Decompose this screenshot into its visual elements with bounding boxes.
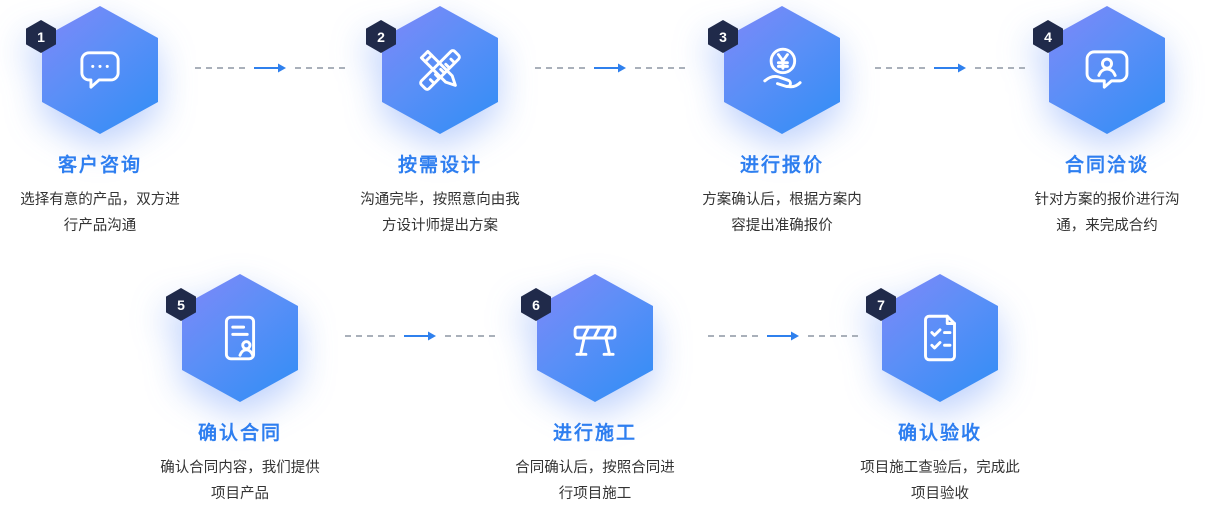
step-number: 5 (177, 296, 185, 313)
step-5: 5 确认合同 确认合同内容，我们提供 项目产品 (120, 274, 360, 507)
step-number: 3 (719, 28, 727, 45)
connector-2-3 (535, 62, 685, 74)
step-number: 4 (1044, 28, 1052, 45)
step-6-hexagon-shape (537, 274, 653, 402)
step-description: 确认合同内容，我们提供 项目产品 (160, 460, 320, 503)
dashed-line (445, 335, 495, 337)
step-6-hexagon: 6 (521, 274, 653, 402)
dashed-line (295, 67, 345, 69)
dashed-line (345, 335, 395, 337)
step-6: 6 进行施工 合同确认后，按照合同进 行项目施工 (475, 274, 715, 507)
connector-1-2 (195, 62, 345, 74)
step-title: 客户咨询 (57, 155, 142, 176)
pencil-ruler-icon (419, 49, 461, 91)
step-3-hexagon: 3 (708, 6, 840, 134)
step-title: 进行施工 (552, 423, 637, 444)
arrow-right-icon (767, 331, 799, 341)
step-description: 合同确认后，按照合同进 行项目施工 (515, 460, 675, 503)
chat-user-icon (1085, 50, 1129, 89)
step-title: 按需设计 (397, 155, 482, 176)
step-2-hexagon-shape (382, 6, 498, 134)
step-5-hexagon: 5 (166, 274, 298, 402)
dashed-line (195, 67, 245, 69)
barrier-icon (573, 325, 617, 356)
step-2-hexagon: 2 (366, 6, 498, 134)
dashed-line (535, 67, 585, 69)
dashed-line (635, 67, 685, 69)
step-3-hexagon-shape (724, 6, 840, 134)
connector-5-6 (345, 330, 495, 342)
step-number: 7 (877, 296, 885, 313)
contract-icon (224, 315, 256, 361)
step-description: 方案确认后，根据方案内 容提出准确报价 (702, 192, 862, 235)
dashed-line (975, 67, 1025, 69)
step-5-hexagon-shape (182, 274, 298, 402)
arrow-right-icon (594, 63, 626, 73)
connector-6-7 (708, 330, 858, 342)
arrow-right-icon (934, 63, 966, 73)
checklist-icon (924, 314, 956, 362)
arrow-right-icon (404, 331, 436, 341)
dashed-line (708, 335, 758, 337)
step-description: 沟通完毕，按照意向由我 方设计师提出方案 (360, 192, 520, 235)
step-1-hexagon: 1 (26, 6, 158, 134)
step-3: 3 进行报价 方案确认后，根据方案内 容提出准确报价 (662, 6, 902, 239)
chat-dots-icon (80, 51, 120, 89)
yen-hand-icon (763, 47, 802, 89)
dashed-line (875, 67, 925, 69)
step-2: 2 按需设计 沟通完毕，按照意向由我 方设计师提出方案 (320, 6, 560, 239)
arrow-right-icon (254, 63, 286, 73)
step-4: 4 合同洽谈 针对方案的报价进行沟 通，来完成合约 (987, 6, 1210, 239)
connector-3-4 (875, 62, 1025, 74)
dashed-line (808, 335, 858, 337)
step-7: 7 确认验收 项目施工查验后，完成此 项目验收 (820, 274, 1060, 507)
step-4-hexagon-shape (1049, 6, 1165, 134)
step-number: 2 (377, 28, 385, 45)
step-number: 1 (37, 28, 45, 45)
step-4-hexagon: 4 (1033, 6, 1165, 134)
step-7-hexagon: 7 (866, 274, 998, 402)
step-description: 针对方案的报价进行沟 通，来完成合约 (1034, 192, 1180, 235)
step-1: 1 客户咨询 选择有意的产品，双方进 行产品沟通 (0, 6, 220, 239)
step-description: 选择有意的产品，双方进 行产品沟通 (20, 192, 180, 235)
step-title: 进行报价 (739, 155, 824, 176)
step-1-hexagon-shape (42, 6, 158, 134)
step-title: 合同洽谈 (1064, 155, 1149, 176)
step-title: 确认合同 (197, 423, 282, 444)
step-7-hexagon-shape (882, 274, 998, 402)
step-number: 6 (532, 296, 540, 313)
step-title: 确认验收 (897, 423, 982, 444)
step-description: 项目施工查验后，完成此 项目验收 (860, 460, 1020, 503)
